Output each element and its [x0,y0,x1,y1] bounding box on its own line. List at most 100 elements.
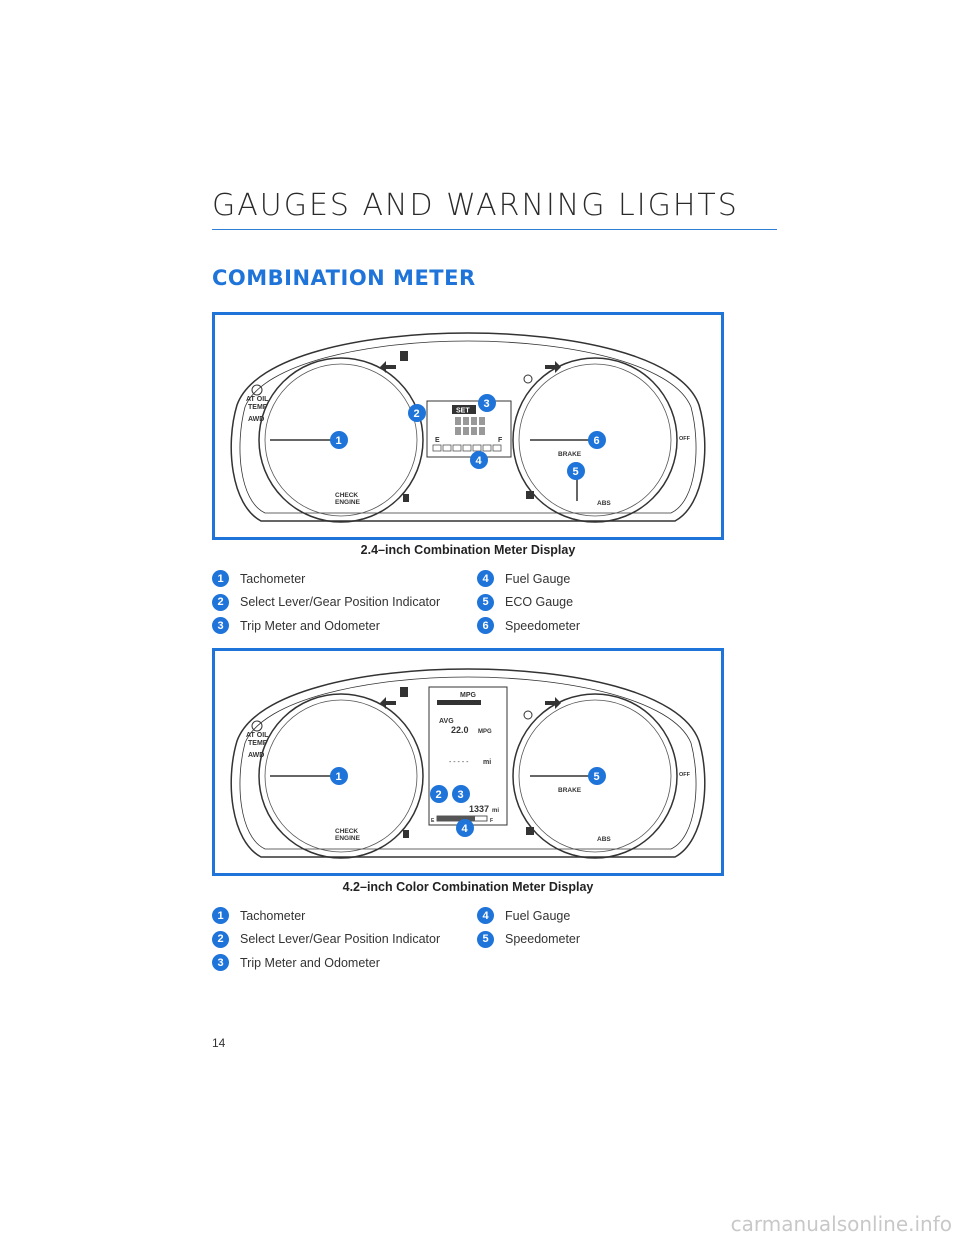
legend-label: Fuel Gauge [505,571,571,586]
legend-item: 1 Tachometer [212,567,440,591]
brake-warning-icon [523,710,533,720]
legend-label: Tachometer [240,571,306,586]
tachometer-inner-ring [264,699,418,853]
legend-label: Select Lever/Gear Position Indicator [240,932,441,947]
callout-5: 5 [588,767,606,785]
legend-label: Fuel Gauge [505,908,571,923]
callout-5-text: 5 [573,466,579,478]
turn-left-arrow-icon [380,361,396,373]
legend-number-badge: 6 [477,617,494,635]
callout-2: 2 [430,785,448,803]
callout-3: 3 [478,394,496,412]
callout-4: 4 [470,451,488,469]
awd-label: AWD [248,752,264,759]
center-color-display [428,686,508,826]
legend-column-left: 1 Tachometer 2 Select Lever/Gear Position … [212,904,440,975]
legend-label: Tachometer [240,908,306,923]
legend-number-badge: 5 [477,593,494,611]
legend-item: 4 Fuel Gauge [477,904,580,928]
set-label: SET [456,408,470,415]
legend-number-badge: 3 [212,954,229,972]
mpg-top-label: MPG [460,692,477,699]
avg-label: AVG [439,718,454,725]
legend-item: 3 Trip Meter and Odometer [212,951,440,975]
speedometer-ring [512,693,678,859]
odometer-unit: mi [492,808,499,814]
tachometer-inner-ring [264,363,418,517]
meter-illustration-1: SET E F AT OIL TEMP AWD CHECK ENGINE BRA… [230,332,706,523]
abs-label: ABS [597,836,611,843]
fuel-full-label: F [490,818,493,824]
brake-label: BRAKE [558,451,582,458]
avg-value: 22.0 [451,725,469,735]
legend-number-badge: 2 [212,593,229,611]
turn-left-arrow-icon [380,697,396,709]
legend-label: Speedometer [505,932,581,947]
figure-4-2-inch-color-meter: MPG AVG 22.0 MPG - - - - - mi 1337 mi E … [212,648,724,876]
engine-label: ENGINE [335,835,361,842]
range-unit: mi [483,759,491,766]
headlight-icon [400,351,408,361]
meter-illustration-2: MPG AVG 22.0 MPG - - - - - mi 1337 mi E … [230,668,706,859]
temp-label: TEMP [248,404,268,411]
callout-3-text: 3 [484,398,490,410]
callout-2-text: 2 [436,789,442,801]
fuel-empty-label: E [435,437,440,444]
awd-label: AWD [248,416,264,423]
headlight-icon [400,687,408,697]
legend-number-badge: 4 [477,907,494,925]
legend-number-badge: 1 [212,570,229,588]
range-dashes: - - - - - [449,759,469,766]
header-divider [212,229,777,230]
temp-label: TEMP [248,740,268,747]
cluster-outline [230,668,706,858]
check-engine-label: CHECK [335,492,358,499]
avg-unit: MPG [478,729,492,735]
cluster-inner-outline [239,676,697,850]
tachometer-ring [258,357,424,523]
callout-6: 6 [588,431,606,449]
callout-3: 3 [452,785,470,803]
odometer-value: 1337 [469,804,489,814]
page-header-title: GAUGES AND WARNING LIGHTS [212,188,739,223]
turn-right-arrow-icon [545,361,561,373]
off-label: OFF [679,772,691,778]
fuel-pump-icon [403,830,409,838]
page-number: 14 [212,1036,226,1050]
fuel-empty-label: E [431,818,435,824]
callout-6-text: 6 [594,435,600,447]
off-label: OFF [679,436,691,442]
at-oil-temp-label: AT OIL [246,396,269,403]
callout-1: 1 [330,431,348,449]
fuel-pump-icon [403,494,409,502]
at-oil-temp-line1: AT OIL [246,396,269,403]
figure-1-caption: 2.4–inch Combination Meter Display [360,543,576,557]
brake-warning-icon [523,374,533,384]
fuel-gauge-bar [432,444,502,452]
abs-label: ABS [597,500,611,507]
warning-exclamation-icon [251,384,263,396]
speedometer-ring [512,357,678,523]
legend-number-badge: 1 [212,907,229,925]
legend-label: Trip Meter and Odometer [240,618,380,633]
section-title: COMBINATION METER [212,266,476,290]
callout-4-text: 4 [462,823,469,835]
fuel-gauge-fill [437,816,475,821]
legend-label: Trip Meter and Odometer [240,955,380,970]
cluster-outline [230,332,706,522]
callout-1-text: 1 [336,771,342,783]
legend-item: 1 Tachometer [212,904,440,928]
center-lcd-display [426,400,512,458]
legend-number-badge: 2 [212,930,229,948]
legend-label: ECO Gauge [505,595,574,610]
callout-2-text: 2 [414,408,420,420]
speedometer-inner-ring [518,699,672,853]
warning-exclamation-icon [251,720,263,732]
callout-4-text: 4 [476,455,483,467]
